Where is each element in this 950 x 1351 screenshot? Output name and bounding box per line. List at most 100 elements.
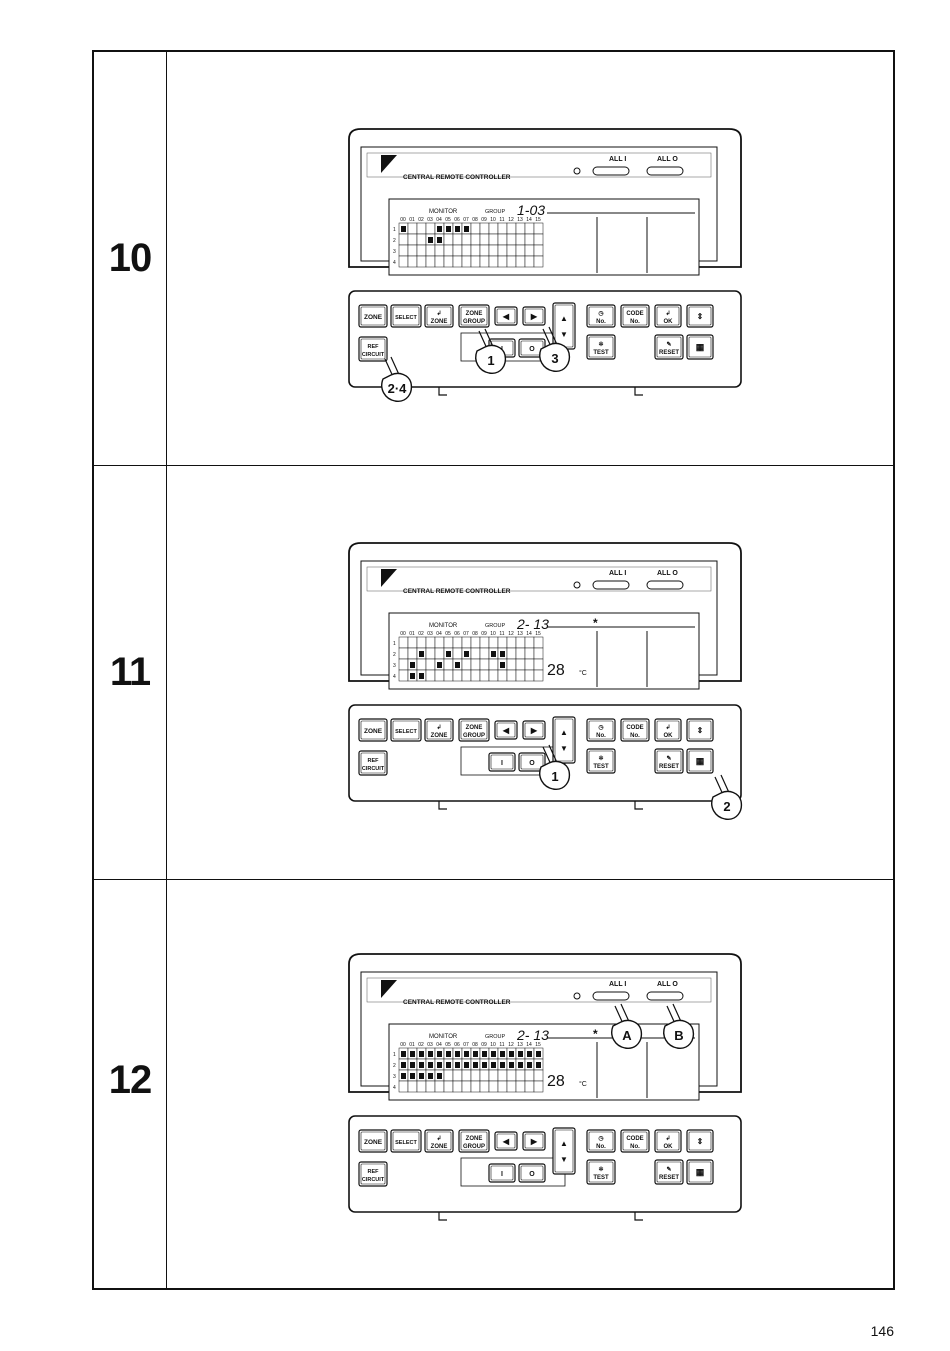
all-off-button[interactable]: [646, 580, 684, 590]
timer-button[interactable]: ◷No.: [586, 1129, 616, 1153]
left-arrow-button[interactable]: ◀: [494, 306, 518, 326]
mode-button[interactable]: ⇕: [686, 718, 714, 742]
zone-cell: [452, 233, 463, 246]
mode-button[interactable]: ⇕: [686, 1129, 714, 1153]
mode-button-frame: [686, 718, 714, 742]
all-on-label: ALL I: [609, 570, 626, 577]
select-button-label: SELECT: [395, 1140, 417, 1146]
reset-button-frame: [654, 334, 684, 360]
off-button[interactable]: O: [518, 752, 546, 772]
timer-button[interactable]: ◷No.: [586, 304, 616, 328]
zone-enter-button[interactable]: ↲ZONE: [424, 718, 454, 742]
zone-cell: [479, 1080, 490, 1093]
zone-group-button-label: ZONE: [466, 725, 483, 731]
zone-button[interactable]: ZONE: [358, 304, 388, 328]
ok-button[interactable]: ↲OK: [654, 1129, 682, 1153]
pointing-hand-2: 2: [711, 774, 743, 820]
zone-cell: [506, 255, 517, 268]
test-button[interactable]: ✲TEST: [586, 334, 616, 360]
timer-grid-button[interactable]: ▦: [686, 748, 714, 774]
right-arrow-button-label: ▶: [530, 726, 538, 735]
select-button[interactable]: SELECT: [390, 1129, 422, 1153]
ok-button[interactable]: ↲OK: [654, 718, 682, 742]
temp-updown-button[interactable]: ▲▼: [552, 716, 576, 764]
row-label: 1: [393, 1052, 396, 1058]
timer-button[interactable]: ◷No.: [586, 718, 616, 742]
pointing-hand-B: B: [663, 1003, 695, 1049]
left-arrow-button[interactable]: ◀: [494, 1131, 518, 1151]
on-button[interactable]: I: [488, 1163, 516, 1183]
ok-button-frame: [654, 718, 682, 742]
zone-cell: [452, 636, 463, 649]
reset-button[interactable]: ✎RESET: [654, 1159, 684, 1185]
zone-cell: [506, 1080, 517, 1093]
temp-updown-button[interactable]: ▲▼: [552, 1127, 576, 1175]
mode-button[interactable]: ⇕: [686, 304, 714, 328]
all-on-button[interactable]: [592, 991, 630, 1001]
ref-circuit-button-frame: [358, 1161, 388, 1187]
zone-cell: [461, 1069, 472, 1082]
timer-grid-button[interactable]: ▦: [686, 1159, 714, 1185]
test-button[interactable]: ✲TEST: [586, 748, 616, 774]
zone-active-mark: [428, 1062, 433, 1068]
zone-cell: [443, 244, 454, 257]
zone-cell: [488, 222, 499, 235]
ref-circuit-button-label: REF: [368, 344, 380, 350]
mounting-foot-icon: [438, 387, 643, 396]
zone-cell: [416, 636, 427, 649]
callout-label: 2·4: [388, 381, 408, 396]
zone-enter-button[interactable]: ↲ZONE: [424, 1129, 454, 1153]
zone-active-mark: [500, 1062, 505, 1068]
off-button[interactable]: O: [518, 1163, 546, 1183]
zone-button[interactable]: ZONE: [358, 1129, 388, 1153]
zone-enter-button[interactable]: ↲ZONE: [424, 304, 454, 328]
mode-button-inner: [688, 306, 712, 326]
timer-grid-button[interactable]: ▦: [686, 334, 714, 360]
select-button[interactable]: SELECT: [390, 304, 422, 328]
all-on-button[interactable]: [592, 166, 630, 176]
column-label: 13: [517, 631, 523, 637]
reset-button[interactable]: ✎RESET: [654, 748, 684, 774]
column-label: 02: [418, 631, 424, 637]
column-label: 12: [508, 631, 514, 637]
zone-cell: [506, 233, 517, 246]
reset-button[interactable]: ✎RESET: [654, 334, 684, 360]
zone-button[interactable]: ZONE: [358, 718, 388, 742]
column-label: 14: [526, 631, 532, 637]
all-on-button[interactable]: [592, 580, 630, 590]
hand-icon: [475, 344, 507, 374]
on-button[interactable]: I: [488, 752, 516, 772]
select-button[interactable]: SELECT: [390, 718, 422, 742]
select-button-inner: [392, 720, 420, 740]
temp-updown-button-label: ▼: [560, 744, 568, 753]
right-arrow-button[interactable]: ▶: [522, 720, 546, 740]
column-label: 01: [409, 631, 415, 637]
all-off-button[interactable]: [646, 991, 684, 1001]
timer-button-label: No.: [596, 1144, 606, 1150]
mode-button-frame: [686, 304, 714, 328]
left-arrow-button[interactable]: ◀: [494, 720, 518, 740]
right-arrow-button[interactable]: ▶: [522, 1131, 546, 1151]
right-arrow-button[interactable]: ▶: [522, 306, 546, 326]
all-off-button[interactable]: [646, 166, 684, 176]
zone-cell: [416, 255, 427, 268]
reset-button-label: ✎: [666, 1166, 671, 1173]
test-button[interactable]: ✲TEST: [586, 1159, 616, 1185]
zone-active-mark: [500, 1051, 505, 1057]
hand-icon: [611, 1019, 643, 1049]
off-button-inner: [520, 1165, 544, 1181]
zone-cell: [524, 1069, 535, 1082]
zone-cell: [497, 669, 508, 682]
zone-active-mark: [437, 1062, 442, 1068]
column-label: 03: [427, 631, 433, 637]
ok-button[interactable]: ↲OK: [654, 304, 682, 328]
